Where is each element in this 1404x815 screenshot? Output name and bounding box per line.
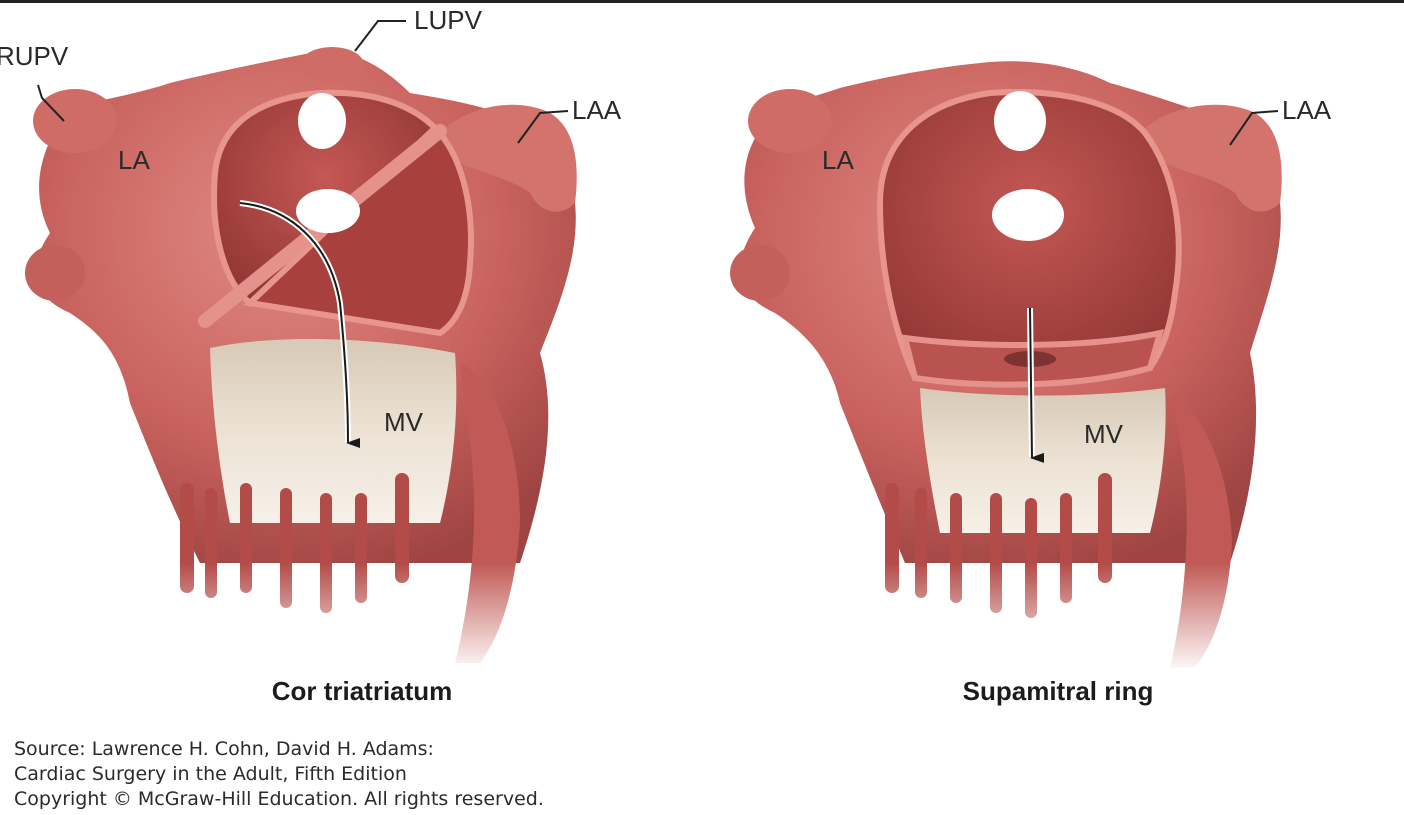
label-mv-left: MV xyxy=(384,407,424,437)
lower-vessel-left xyxy=(25,245,85,301)
flow-arrow-left-line xyxy=(239,202,361,448)
fade-left xyxy=(100,563,580,673)
heart-illustrations: RUPV LUPV LAA LA MV Cor triatriatum xyxy=(0,5,1332,706)
laa-lobe-right xyxy=(1140,104,1282,212)
upper-lobe-right xyxy=(748,89,832,153)
heart-left: RUPV LUPV LAA LA MV Cor triatriatum xyxy=(0,5,622,706)
label-laa-left: LAA xyxy=(572,95,622,125)
pv-opening-upper xyxy=(298,93,346,149)
label-laa-right: LAA xyxy=(1282,95,1332,125)
pv-opening-upper-right xyxy=(994,91,1046,151)
leader-lupv xyxy=(354,20,406,52)
leader-laa-right xyxy=(1229,110,1279,146)
pv-opening-lower xyxy=(296,189,360,233)
source-line-2: Cardiac Surgery in the Adult, Fifth Edit… xyxy=(14,763,407,785)
source-line-1: Source: Lawrence H. Cohn, David H. Adams… xyxy=(14,738,434,760)
label-lupv: LUPV xyxy=(414,5,483,35)
fade-right xyxy=(810,563,1290,673)
rupv-vessel xyxy=(33,89,117,153)
flow-arrow-right-line xyxy=(1029,307,1045,463)
label-la-left: LA xyxy=(118,145,150,175)
right-chamber xyxy=(243,123,474,337)
mitral-valve-left xyxy=(210,338,457,523)
heart-right: LAA LA MV Supamitral ring xyxy=(730,61,1332,706)
label-rupv: RUPV xyxy=(0,41,69,71)
caption-right: Supamitral ring xyxy=(963,676,1154,706)
source-attribution: Source: Lawrence H. Cohn, David H. Adams… xyxy=(14,737,544,812)
leader-laa-left xyxy=(517,110,569,144)
pv-opening-lower-right xyxy=(992,189,1064,241)
laa-lobe xyxy=(440,104,577,212)
label-la-right: LA xyxy=(822,145,854,175)
lupv-vessel xyxy=(300,47,364,83)
lower-vessel-right xyxy=(730,245,790,301)
caption-left: Cor triatriatum xyxy=(272,676,453,706)
label-mv-right: MV xyxy=(1084,419,1124,449)
source-line-3: Copyright © McGraw-Hill Education. All r… xyxy=(14,788,544,810)
leader-rupv xyxy=(37,84,65,122)
